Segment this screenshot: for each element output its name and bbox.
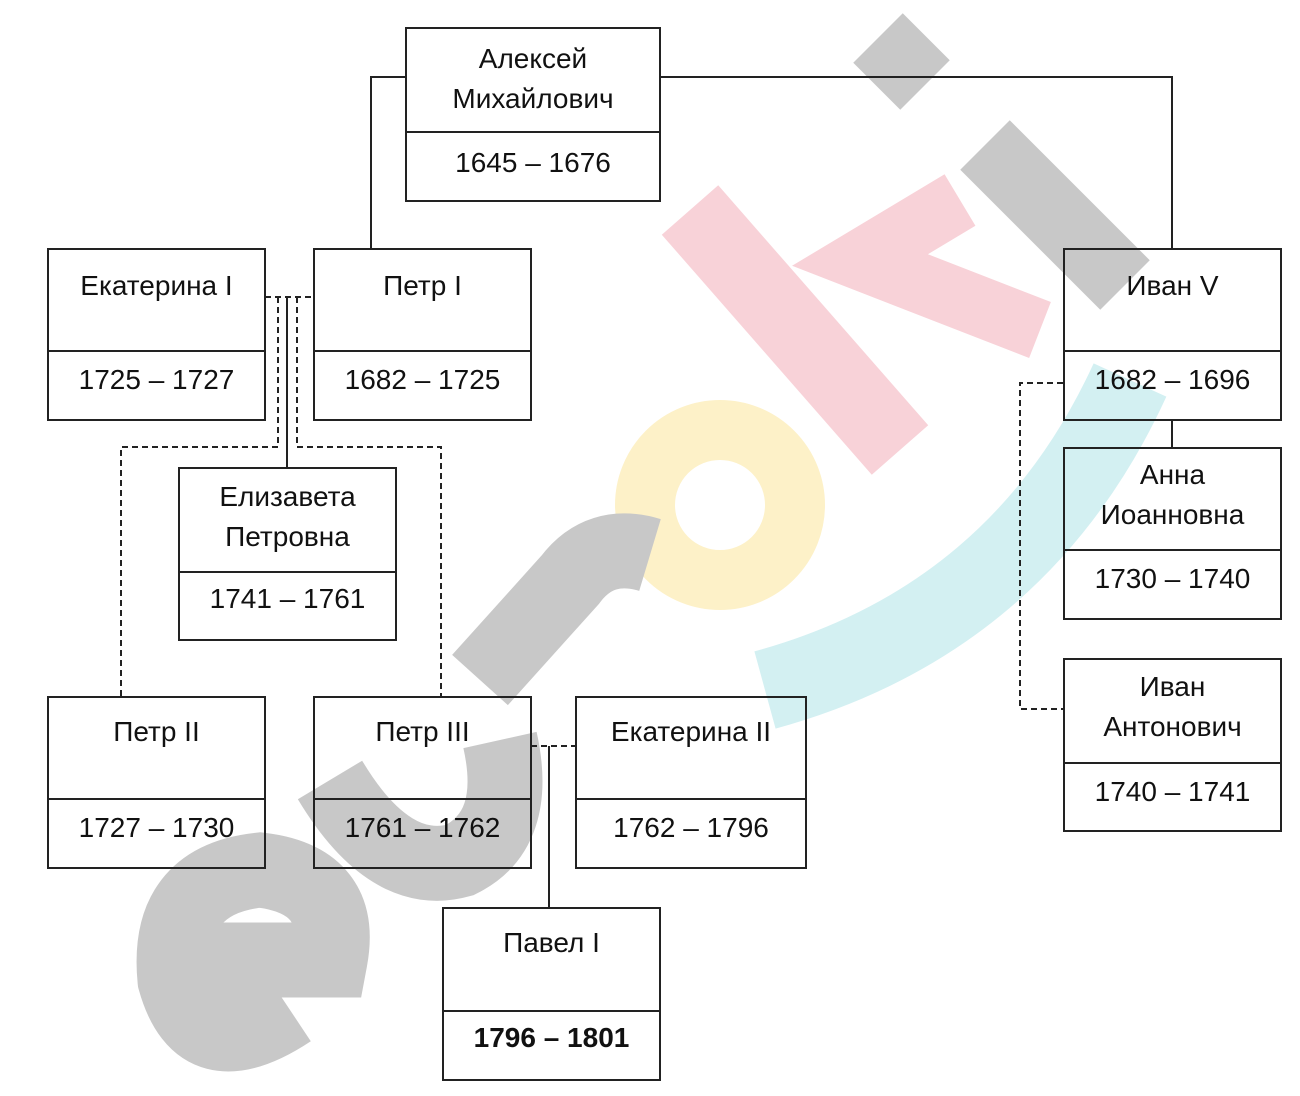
watermark-pink-k-stem — [661, 185, 929, 475]
ruler-name: Павел I — [444, 909, 659, 1012]
ruler-name: Иван V — [1065, 250, 1280, 352]
reign-dates: 1762 – 1796 — [613, 812, 769, 843]
ruler-name: Петр I — [315, 250, 530, 352]
watermark-grey-i-stem — [960, 120, 1150, 310]
ruler-box-pavel1: Павел I 1796 – 1801 — [442, 907, 661, 1081]
ruler-box-ekaterina1: Екатерина I 1725 – 1727 — [47, 248, 266, 421]
reign-dates: 1682 – 1725 — [344, 364, 501, 395]
ruler-name: Иван Антонович — [1065, 660, 1280, 764]
ruler-name: Елизавета Петровна — [180, 469, 395, 573]
ruler-box-ekaterina2: Екатерина II 1762 – 1796 — [575, 696, 807, 869]
ruler-box-elizaveta: Елизавета Петровна 1741 – 1761 — [178, 467, 397, 641]
ruler-box-aleksey: Алексей Михайлович 1645 – 1676 — [405, 27, 661, 202]
ruler-box-ivan5: Иван V 1682 – 1696 — [1063, 248, 1282, 421]
ruler-name: Алексей Михайлович — [407, 29, 659, 133]
ruler-name: Петр II — [49, 698, 264, 800]
link-aleksey-ivan5 — [660, 76, 1173, 248]
watermark-cyan-arc — [754, 363, 1167, 729]
reign-dates: 1761 – 1762 — [344, 812, 501, 843]
reign-dates: 1725 – 1727 — [78, 364, 235, 395]
link-to-petr2 — [120, 297, 279, 696]
ruler-box-anna: Анна Иоанновна 1730 – 1740 — [1063, 447, 1282, 620]
ruler-box-petr2: Петр II 1727 – 1730 — [47, 696, 266, 869]
watermark-yellow-o — [615, 400, 825, 610]
link-aleksey-petr1 — [370, 76, 405, 248]
ruler-name: Екатерина II — [577, 698, 805, 800]
ruler-name: Анна Иоанновна — [1065, 449, 1280, 551]
link-ivan5-ivan6 — [1019, 382, 1063, 710]
watermark-grey-u — [297, 731, 543, 901]
ruler-name: Екатерина I — [49, 250, 264, 352]
reign-dates: 1796 – 1801 — [473, 1022, 630, 1053]
reign-dates: 1682 – 1696 — [1094, 364, 1251, 395]
reign-dates: 1645 – 1676 — [455, 147, 611, 178]
reign-dates: 1741 – 1761 — [209, 583, 366, 614]
ruler-box-petr1: Петр I 1682 – 1725 — [313, 248, 532, 421]
ruler-box-ivan6: Иван Антонович 1740 – 1741 — [1063, 658, 1282, 832]
link-to-petr3 — [296, 297, 442, 696]
watermark-grey-r — [452, 513, 661, 706]
reign-dates: 1740 – 1741 — [1094, 776, 1251, 807]
reign-dates: 1730 – 1740 — [1094, 563, 1251, 594]
ruler-name: Петр III — [315, 698, 530, 800]
reign-dates: 1727 – 1730 — [78, 812, 235, 843]
watermark-grey-e — [136, 832, 370, 1072]
watermark-pink-k-arm — [792, 174, 1051, 358]
ruler-box-petr3: Петр III 1761 – 1762 — [313, 696, 532, 869]
